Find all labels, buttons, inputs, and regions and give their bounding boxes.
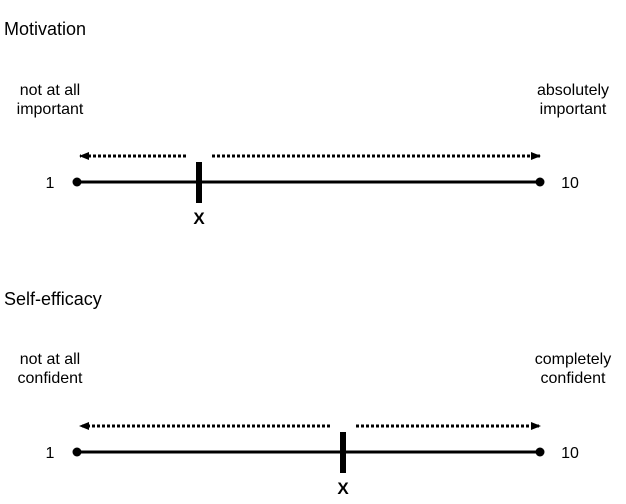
scale-max-label: 10 <box>561 445 579 462</box>
left-anchor-label: not at all confident <box>0 350 100 388</box>
left-anchor-line-2: confident <box>17 370 83 387</box>
scale-title: Motivation <box>4 19 87 39</box>
scale-max-label: 10 <box>561 175 579 192</box>
left-anchor-label: not at all important <box>0 81 100 119</box>
scale-max-dot <box>535 177 545 187</box>
scale-min-dot <box>72 447 82 457</box>
self-efficacy-scale-panel: Self-efficacy not at all confident compl… <box>0 270 626 504</box>
left-anchor-line-1: not at all <box>19 82 81 99</box>
scale-marker <box>196 162 202 203</box>
left-anchor-line-2: important <box>16 101 84 118</box>
scale-marker <box>340 432 346 473</box>
scale-marker-label: X <box>337 479 349 498</box>
right-anchor-label: completely confident <box>520 350 626 388</box>
scale-min-label: 1 <box>46 445 55 462</box>
motivation-scale-graphic: 1 10 X <box>46 152 579 228</box>
right-anchor-line-1: absolutely <box>536 82 610 99</box>
left-anchor-line-1: not at all <box>19 351 81 368</box>
scale-min-dot <box>72 177 82 187</box>
right-anchor-label: absolutely important <box>520 81 626 119</box>
right-anchor-line-2: confident <box>540 370 606 387</box>
motivation-scale-panel: Motivation not at all important absolute… <box>0 19 626 228</box>
scale-marker-label: X <box>193 209 205 228</box>
right-anchor-line-1: completely <box>534 351 612 368</box>
self-efficacy-scale-graphic: 1 10 X <box>46 422 579 498</box>
scale-max-dot <box>535 447 545 457</box>
scale-title: Self-efficacy <box>4 289 102 309</box>
scale-min-label: 1 <box>46 175 55 192</box>
right-anchor-line-2: important <box>539 101 607 118</box>
